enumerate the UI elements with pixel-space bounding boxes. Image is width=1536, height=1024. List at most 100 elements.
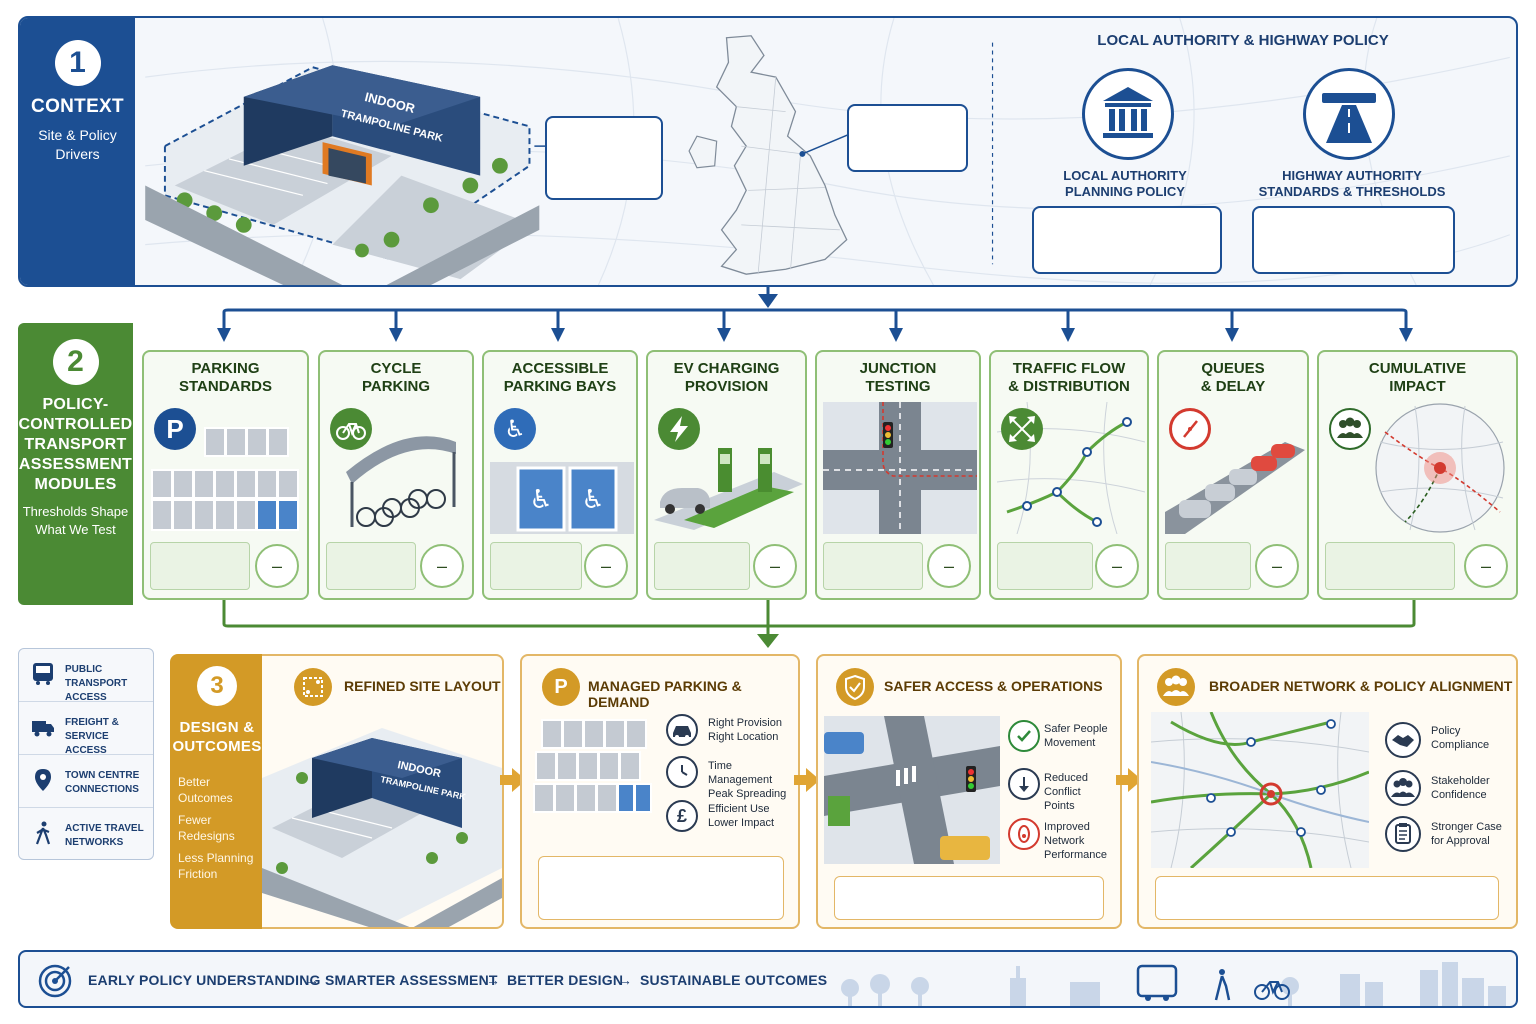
feature-label-line2: Right Location [708, 731, 779, 743]
modules-subtitle-2: What We Test [35, 522, 116, 537]
lightning-bolt-icon [658, 408, 700, 450]
collapse-button[interactable]: – [420, 544, 464, 588]
location-pin-icon [35, 769, 51, 791]
safer-junction-illustration [824, 716, 1000, 864]
module-value-box [1325, 542, 1455, 590]
step-number-3: 3 [197, 666, 237, 706]
highway-authority-label: HIGHWAY AUTHORITY STANDARDS & THRESHOLDS [1248, 168, 1456, 200]
context-to-modules-connectors [217, 286, 1413, 342]
context-subtitle-1: Site & Policy [38, 127, 117, 143]
site-illustration: INDOOR TRAMPOLINE PARK [145, 65, 540, 285]
module-queues-delay[interactable]: QUEUES& DELAY – [1157, 350, 1309, 600]
footer-step-3: BETTER DESIGN [507, 972, 624, 988]
feature-label-line2: Compliance [1431, 739, 1490, 751]
module-title-line2: TESTING [865, 378, 931, 395]
parking-letter-icon: P [542, 668, 580, 706]
module-value-box [150, 542, 250, 590]
down-arrow-icon [1008, 768, 1040, 800]
feature-label-line2: Peak Spreading [708, 788, 787, 800]
location-info-box [847, 104, 968, 172]
footer-step-1: EARLY POLICY UNDERSTANDING [88, 972, 321, 988]
walking-person-icon [35, 821, 51, 845]
context-title: CONTEXT [31, 96, 124, 117]
collapse-button[interactable]: – [1095, 544, 1139, 588]
collapse-button[interactable]: – [1255, 544, 1299, 588]
collapse-button[interactable]: – [255, 544, 299, 588]
parking-lot-illustration [151, 427, 299, 531]
layout-icon [294, 668, 332, 706]
collapse-button[interactable]: – [753, 544, 797, 588]
card-refined-site-layout[interactable]: REFINED SITE LAYOUT INDOOR TRAMPOLINE PA… [262, 654, 504, 929]
card-title: MANAGED PARKING & DEMAND [588, 678, 742, 710]
module-title-line1: CYCLE [370, 360, 422, 377]
footer-banner: EARLY POLICY UNDERSTANDING → SMARTER ASS… [18, 950, 1518, 1008]
module-traffic-flow[interactable]: TRAFFIC FLOW& DISTRIBUTION – [989, 350, 1149, 600]
module-title-line2: PARKING BAYS [503, 378, 617, 395]
card-managed-parking[interactable]: P MANAGED PARKING & DEMAND Right Provisi… [520, 654, 800, 929]
footer-step-4: SUSTAINABLE OUTCOMES [640, 972, 828, 988]
feature-label-line2: Movement [1044, 737, 1096, 749]
modules-title-line1: POLICY- [42, 396, 109, 413]
feature-label-line2: Lower Impact [708, 817, 775, 829]
module-value-box [823, 542, 923, 590]
modules-to-design-connectors [222, 600, 1416, 648]
clock-icon [666, 756, 698, 788]
module-value-box [326, 542, 416, 590]
modules-subtitle-1: Thresholds Shape [22, 504, 129, 519]
list-item-label-line2: ACCESS [65, 745, 107, 756]
site-info-box [545, 116, 663, 200]
svg-text:♿: ♿ [581, 485, 604, 515]
collapse-button[interactable]: – [927, 544, 971, 588]
shield-check-icon [836, 668, 874, 706]
wheelchair-icon: ♿ [494, 408, 536, 450]
pound-sign-icon: £ [666, 800, 698, 832]
modules-title-line5: MODULES [34, 476, 117, 493]
module-value-box [654, 542, 750, 590]
check-circle-icon [1008, 720, 1040, 752]
bicycle-icon [330, 408, 372, 450]
local-authority-label: LOCAL AUTHORITY PLANNING POLICY [1035, 168, 1215, 200]
parking-p-icon: P [154, 408, 196, 450]
card-broader-network[interactable]: BROADER NETWORK & POLICY ALIGNMENT Polic… [1137, 654, 1518, 929]
module-title: QUEUES& DELAY [1159, 360, 1307, 396]
context-subtitle-2: Drivers [55, 146, 100, 162]
design-title-line1: DESIGN & [179, 719, 255, 736]
uk-map [534, 35, 864, 275]
step-number-1: 1 [54, 40, 101, 86]
feature-label-line1: Right Provision [708, 717, 782, 729]
parking-notes-box [538, 856, 784, 920]
walking-person-icon [1214, 969, 1231, 1001]
collapse-button[interactable]: – [584, 544, 628, 588]
modules-title-line2: CONTROLLED [18, 416, 133, 433]
outcome-item: Better Outcomes [178, 775, 233, 805]
feature-label-line3: Performance [1044, 849, 1107, 861]
outcome-item: Less Planning [178, 851, 254, 865]
module-title-line2: PARKING [361, 378, 431, 395]
card-title: SAFER ACCESS & OPERATIONS [884, 678, 1103, 694]
modules-title: POLICY- CONTROLLED TRANSPORT ASSESSMENT … [18, 395, 133, 495]
feature-label-line2: Network [1044, 835, 1085, 847]
handshake-icon [1385, 722, 1421, 758]
module-value-box [1165, 542, 1251, 590]
queue-cars-illustration [1165, 442, 1305, 534]
broader-network-illustration [1151, 712, 1369, 868]
collapse-button[interactable]: – [1464, 544, 1508, 588]
